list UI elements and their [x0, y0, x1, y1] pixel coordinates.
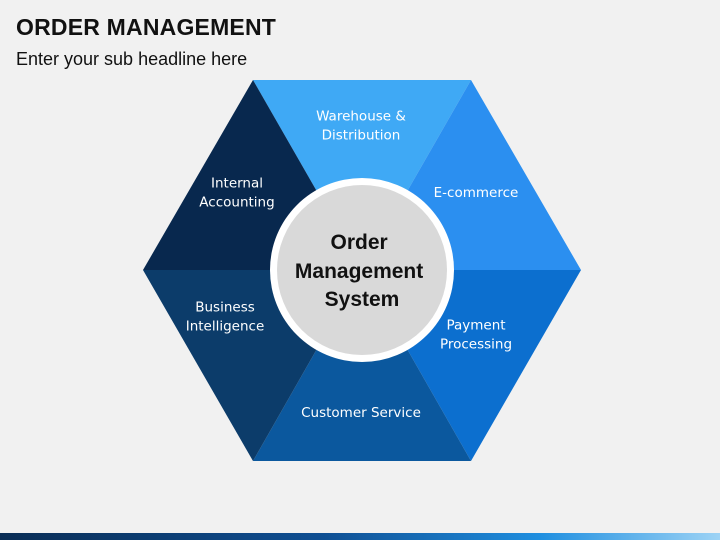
segment-label-line: Distribution	[322, 128, 401, 144]
segment-label-line: Warehouse &	[316, 109, 406, 125]
segment-label-line: E-commerce	[434, 185, 519, 201]
segment-label-line: Internal	[211, 176, 263, 192]
page-title: ORDER MANAGEMENT	[16, 14, 277, 40]
segment-label-line: Payment	[446, 318, 505, 334]
center-label: Order Management System	[295, 231, 429, 311]
segment-warehouse-distribution	[253, 80, 471, 270]
segment-label-line: Customer Service	[301, 405, 421, 421]
bottom-accent-bar	[0, 533, 720, 540]
center-label-line-2: Management	[295, 260, 423, 283]
segment-label-line: Accounting	[199, 195, 274, 211]
segment-label-warehouse-distribution: Warehouse & Distribution	[316, 109, 406, 144]
segment-label-e-commerce: E-commerce	[434, 185, 519, 201]
page-subtitle: Enter your sub headline here	[16, 49, 248, 69]
segment-customer-service	[253, 270, 471, 461]
segment-label-line: Business	[195, 300, 255, 316]
segment-label-customer-service: Customer Service	[301, 405, 421, 421]
center-label-line-1: Order	[330, 231, 387, 254]
segment-label-line: Processing	[440, 337, 512, 353]
center-circle	[277, 185, 447, 355]
center-label-line-3: System	[325, 288, 400, 311]
segment-label-line: Intelligence	[186, 319, 265, 335]
